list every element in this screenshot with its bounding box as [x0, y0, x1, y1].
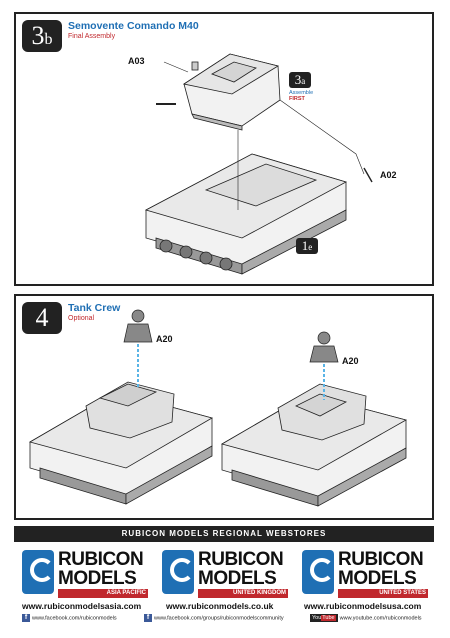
- step-3b-panel: 3b Semovente Comando M40 Final Assembly: [14, 12, 434, 286]
- logo-name-line1: RUBICON: [338, 549, 424, 570]
- logo-name-line2: MODELS: [198, 568, 277, 589]
- facebook-icon: f: [144, 614, 152, 622]
- step-number-badge: 3b: [22, 20, 62, 52]
- logo-asia-pacific[interactable]: RUBICON MODELS ASIA PACIFIC: [22, 548, 150, 598]
- webstores-banner: RUBICON MODELS REGIONAL WEBSTORES: [14, 526, 434, 542]
- social-url: www.facebook.com/groups/rubiconmodelscom…: [154, 615, 284, 622]
- assemble-note: Assemble: [289, 90, 314, 96]
- site-link-usa[interactable]: www.rubiconmodelsusa.com: [304, 601, 422, 611]
- logo-name-line2: MODELS: [58, 568, 137, 589]
- youtube-icon: YouTube: [310, 614, 338, 622]
- step-number: 3: [31, 21, 45, 50]
- step-number-badge: 4: [22, 302, 62, 334]
- rubicon-logo-icon: [302, 550, 334, 594]
- step-subtitle: Optional: [68, 315, 95, 322]
- site-link-asia[interactable]: www.rubiconmodelsasia.com: [22, 601, 142, 611]
- left-tank-drawing: [28, 381, 214, 505]
- ref-letter: e: [308, 242, 313, 252]
- social-url: www.youtube.com/rubiconmodels: [339, 615, 422, 622]
- right-tank-drawing: [220, 383, 408, 507]
- step-letter: b: [44, 31, 53, 48]
- first-note: FIRST: [289, 96, 305, 102]
- ref-number: 3: [294, 72, 302, 87]
- turret-hull-assembly-drawing: [144, 53, 373, 275]
- logo-name-line1: RUBICON: [198, 549, 284, 570]
- step-number: 4: [35, 303, 49, 332]
- regional-webstores-footer: RUBICON MODELS REGIONAL WEBSTORES RUBICO…: [14, 526, 434, 626]
- region-tag: UNITED STATES: [338, 589, 428, 598]
- left-crew-figure: [123, 309, 153, 388]
- step-title: Semovente Comando M40: [68, 20, 199, 32]
- facebook-icon: f: [22, 614, 30, 622]
- crew-placement-drawing: [28, 309, 408, 507]
- part-label-a02: A02: [380, 170, 397, 180]
- site-link-uk[interactable]: www.rubiconmodels.co.uk: [166, 601, 274, 611]
- assembly-guide-lines: [163, 61, 373, 210]
- social-url: www.facebook.com/rubiconmodels: [32, 615, 117, 622]
- step-title: Tank Crew: [68, 302, 121, 314]
- logo-united-kingdom[interactable]: RUBICON MODELS UNITED KINGDOM: [162, 548, 290, 598]
- region-tag: ASIA PACIFIC: [58, 589, 148, 598]
- part-label-a20-right: A20: [342, 356, 359, 366]
- right-crew-figure: [309, 331, 339, 400]
- rubicon-logo-icon: [162, 550, 194, 594]
- part-label-a20-left: A20: [156, 334, 173, 344]
- step-subtitle: Final Assembly: [68, 33, 116, 40]
- hull-drawing: [144, 153, 348, 275]
- step-ref-3a-badge: 3a: [289, 72, 311, 88]
- rubicon-logo-icon: [22, 550, 54, 594]
- region-tag: UNITED KINGDOM: [198, 589, 288, 598]
- logo-name-line1: RUBICON: [58, 549, 144, 570]
- logo-united-states[interactable]: RUBICON MODELS UNITED STATES: [302, 548, 430, 598]
- ref-number: 1: [301, 238, 309, 253]
- turret-drawing: [156, 53, 281, 131]
- ref-letter: a: [301, 76, 306, 86]
- step-4-panel: 4 Tank Crew Optional: [14, 294, 434, 520]
- logo-name-line2: MODELS: [338, 568, 417, 589]
- part-label-a03: A03: [128, 56, 145, 66]
- step-ref-1e-badge: 1e: [296, 238, 318, 254]
